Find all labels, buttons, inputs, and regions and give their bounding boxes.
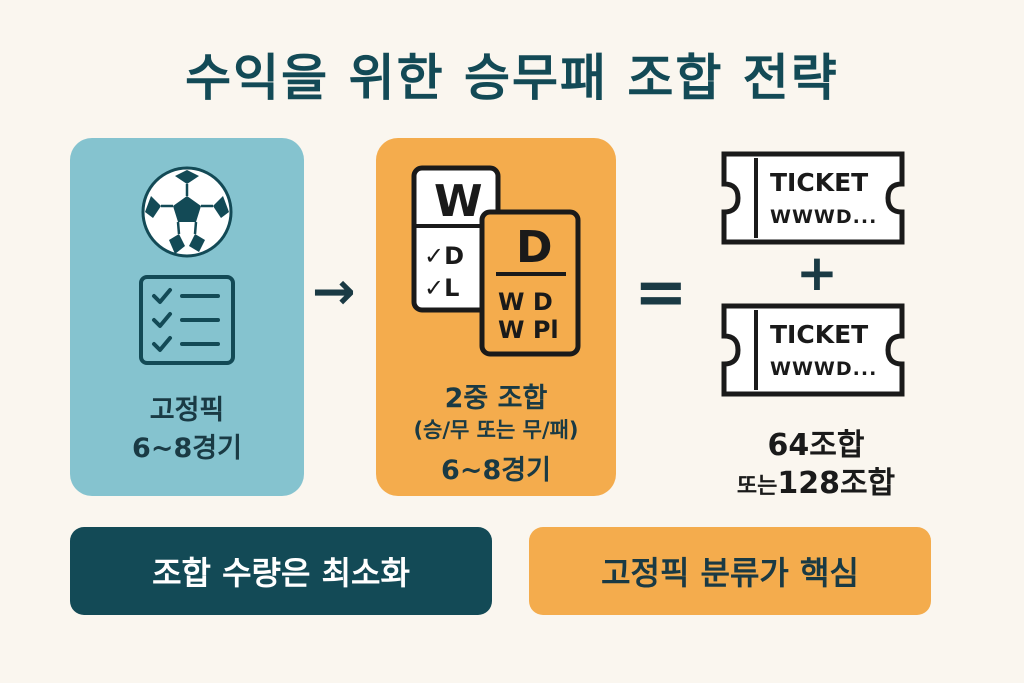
- pick-sheets-icon: [411, 165, 581, 357]
- sheet-front-header: D: [516, 222, 553, 273]
- checklist-icon: [139, 275, 235, 365]
- combo-count-secondary: 128조합: [777, 466, 896, 501]
- soccer-ball-icon: [141, 166, 233, 258]
- combo-count-alternative: 또는128조합: [716, 458, 916, 502]
- double-combo-desc: (승/무 또는 무/패): [413, 418, 579, 442]
- sheet-back-row: ✓D: [424, 242, 465, 270]
- fixed-pick-count: 6~8경기: [132, 433, 242, 464]
- sheet-back-row: ✓L: [424, 274, 460, 302]
- ticket-title: TICKET: [770, 320, 869, 349]
- ticket-title: TICKET: [770, 168, 869, 197]
- ticket-icon: TICKET WWWD...: [720, 302, 906, 398]
- sheet-front-row: W D: [498, 288, 553, 316]
- ticket-code: WWWD...: [770, 206, 878, 228]
- combo-count-primary: 64조합: [767, 428, 865, 463]
- ticket-code: WWWD...: [770, 358, 878, 380]
- double-combo-label: 2중 조합: [444, 383, 548, 414]
- combo-or-label: 또는: [736, 474, 778, 499]
- arrow-right-icon: →: [312, 262, 356, 322]
- fixed-pick-card: 고정픽 6~8경기: [70, 138, 304, 496]
- double-combo-count: 6~8경기: [441, 455, 551, 486]
- fixed-pick-key-banner: 고정픽 분류가 핵심: [529, 527, 931, 615]
- sheet-front-row: W Pl: [498, 316, 559, 344]
- plus-icon: +: [796, 244, 838, 302]
- ticket-icon: TICKET WWWD...: [720, 150, 906, 246]
- sheet-back-header: W: [434, 176, 483, 227]
- page-title: 수익을 위한 승무패 조합 전략: [185, 49, 839, 107]
- equals-icon: =: [634, 256, 688, 330]
- minimize-combos-banner: 조합 수량은 최소화: [70, 527, 492, 615]
- double-combo-card: W ✓D ✓L D W D W Pl 2중 조합 (승/무 또는 무/패) 6~…: [376, 138, 616, 496]
- fixed-pick-label: 고정픽: [149, 395, 225, 426]
